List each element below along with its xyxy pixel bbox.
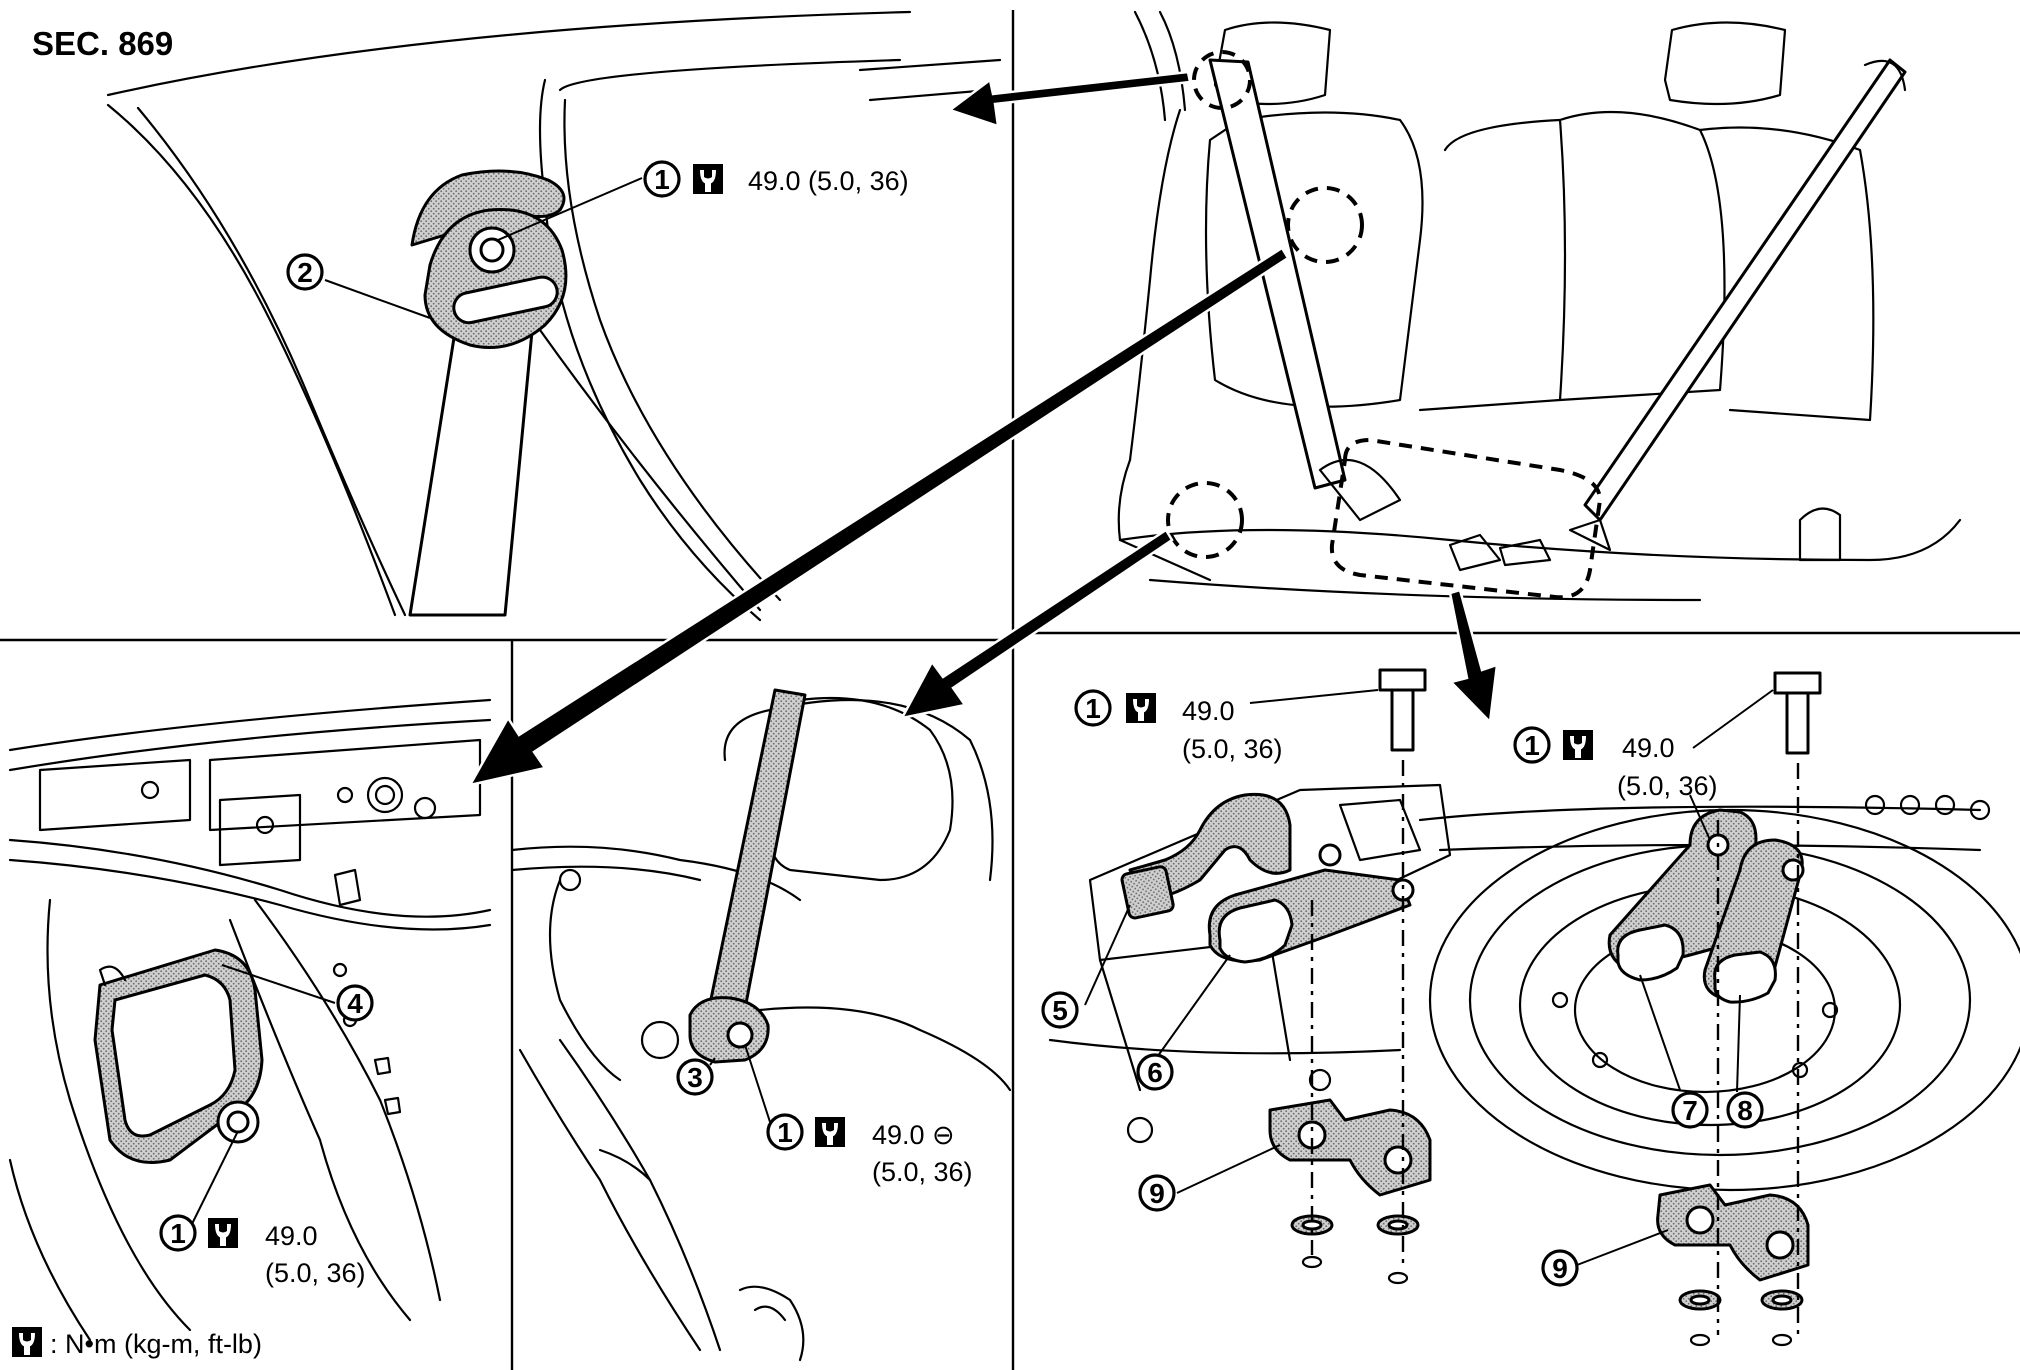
torque-wrench-icon xyxy=(815,1117,845,1147)
svg-text:49.0: 49.0 xyxy=(1622,733,1675,763)
lower-anchor-detail xyxy=(510,688,1012,1362)
svg-text:1: 1 xyxy=(1085,693,1101,724)
svg-text:(5.0, 36): (5.0, 36) xyxy=(872,1157,973,1187)
svg-text:(5.0, 36): (5.0, 36) xyxy=(1182,734,1283,764)
torque-wrench-icon xyxy=(693,164,723,194)
leader-lines xyxy=(187,177,1774,1266)
arrow-to-buckle xyxy=(1448,588,1499,725)
callout-lower-anchor: 3 xyxy=(676,1058,714,1096)
callout-bolt-pretensioner: 1 49.0 (5.0, 36) xyxy=(159,1214,366,1288)
torque-wrench-icon xyxy=(1563,730,1593,760)
bolt-right xyxy=(1773,671,1822,755)
arrow-to-pretensioner xyxy=(467,246,1290,787)
svg-text:49.0 (5.0, 36): 49.0 (5.0, 36) xyxy=(748,166,909,196)
svg-text:8: 8 xyxy=(1737,1095,1753,1126)
rear-seat-overview xyxy=(1117,10,1962,602)
callout-buckle-8: 8 xyxy=(1726,1091,1764,1129)
svg-text:7: 7 xyxy=(1682,1095,1698,1126)
svg-text:2: 2 xyxy=(297,257,313,288)
svg-text:(5.0, 36): (5.0, 36) xyxy=(265,1258,366,1288)
svg-text:6: 6 xyxy=(1147,1057,1163,1088)
callout-bracket-9-right: 9 xyxy=(1541,1249,1579,1287)
svg-text:1: 1 xyxy=(654,164,670,195)
buckle-detail xyxy=(1048,668,2020,1347)
upper-anchor-detail xyxy=(106,10,1002,622)
svg-text:1: 1 xyxy=(777,1117,793,1148)
svg-text:3: 3 xyxy=(687,1062,703,1093)
arrow-to-lower-anchor xyxy=(899,528,1174,720)
callout-pretensioner: 4 xyxy=(336,984,374,1022)
svg-text:9: 9 xyxy=(1149,1178,1165,1209)
legend-text: : N•m (kg-m, ft-lb) xyxy=(50,1329,262,1359)
svg-text:4: 4 xyxy=(347,988,363,1019)
torque-wrench-icon xyxy=(208,1218,238,1248)
callout-buckle-5: 5 xyxy=(1041,991,1079,1029)
torque-wrench-icon xyxy=(1126,693,1156,723)
torque-wrench-icon xyxy=(12,1327,42,1357)
svg-text:49.0 ⊖: 49.0 ⊖ xyxy=(872,1120,955,1150)
svg-text:49.0: 49.0 xyxy=(1182,696,1235,726)
callout-bolt-lower-anchor: 1 49.0 ⊖ (5.0, 36) xyxy=(766,1113,973,1187)
svg-text:9: 9 xyxy=(1552,1253,1568,1284)
svg-text:(5.0, 36): (5.0, 36) xyxy=(1617,771,1718,801)
torque-legend: : N•m (kg-m, ft-lb) xyxy=(12,1327,262,1359)
callout-buckle-7: 7 xyxy=(1671,1091,1709,1129)
callout-bolt-buckle-right: 1 49.0 (5.0, 36) xyxy=(1513,726,1718,801)
section-label: SEC. 869 xyxy=(32,25,173,62)
callout-buckle-6: 6 xyxy=(1136,1053,1174,1091)
bolt-left xyxy=(1378,668,1427,752)
arrow-to-upper-anchor xyxy=(947,70,1192,128)
svg-text:5: 5 xyxy=(1052,995,1068,1026)
svg-text:49.0: 49.0 xyxy=(265,1221,318,1251)
svg-text:1: 1 xyxy=(170,1218,186,1249)
callout-bracket-9-left: 9 xyxy=(1138,1174,1176,1212)
callout-bolt-upper-anchor: 1 49.0 (5.0, 36) xyxy=(643,160,909,198)
callout-bolt-buckle-left: 1 49.0 (5.0, 36) xyxy=(1074,689,1283,764)
pretensioner-detail xyxy=(8,698,492,1342)
svg-text:1: 1 xyxy=(1524,730,1540,761)
callout-shoulder-belt: 2 xyxy=(286,253,324,291)
